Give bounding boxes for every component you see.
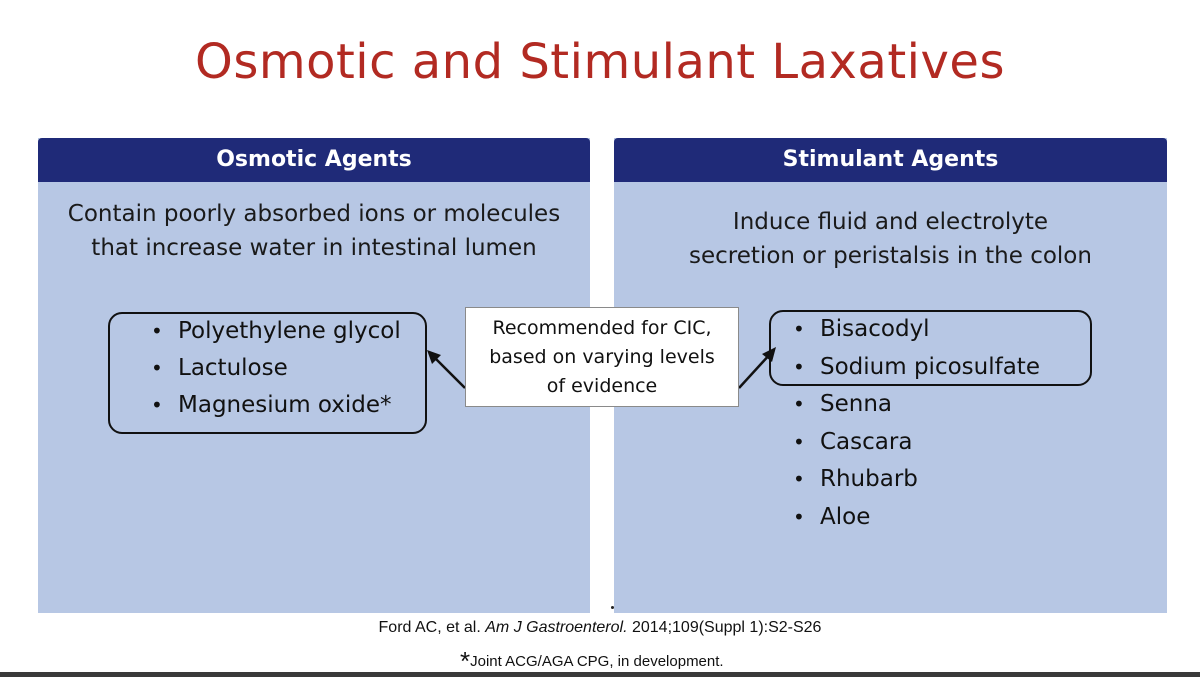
bullet-icon: • [793,467,805,491]
osmotic-description-line-2: that increase water in intestinal lumen [91,235,537,261]
stimulant-description: Induce fluid and electrolyte secretion o… [614,205,1167,273]
osmotic-panel-header: Osmotic Agents [38,138,590,182]
osmotic-item-label: Lactulose [178,355,288,381]
right-arrow-icon [738,347,776,389]
stimulant-item-label: Aloe [820,503,871,530]
list-item: • Cascara [774,424,1040,462]
stimulant-panel-header: Stimulant Agents [614,138,1167,182]
callout-line-3: of evidence [546,375,658,397]
stimulant-item-label: Cascara [820,428,913,455]
osmotic-recommended-box [108,312,427,434]
list-item: • Lactulose [132,350,401,387]
footnote: *Joint ACG/AGA CPG, in development. [460,642,724,676]
list-item: • Aloe [774,499,1040,537]
bullet-icon: • [793,429,805,454]
bottom-bar [0,672,1200,677]
list-item: • Sodium picosulfate [774,349,1040,387]
list-item: • Magnesium oxide* [132,387,401,424]
stimulant-description-line-1: Induce fluid and electrolyte [732,209,1049,235]
osmotic-item-label: Polyethylene glycol [178,318,401,344]
bullet-icon: • [151,393,163,417]
citation-authors: Ford AC, et al. [378,619,481,636]
stimulant-description-line-2: secretion or peristalsis in the colon [689,243,1092,269]
citation-journal: Am J Gastroenterol. [485,619,628,636]
stimulant-item-label: Rhubarb [820,466,918,492]
osmotic-description-line-1: Contain poorly absorbed ions or molecule… [67,201,561,227]
bullet-icon: • [793,504,805,529]
list-item: • Senna [774,386,1040,424]
list-item: • Polyethylene glycol [132,313,401,350]
stray-dot [611,606,614,609]
left-arrow-icon [427,350,466,389]
callout-line-2: based on varying levels [489,346,715,368]
bullet-icon: • [151,356,163,380]
bullet-icon: • [151,319,163,343]
citation-details: 2014;109(Suppl 1):S2-S26 [631,619,822,636]
osmotic-list: • Polyethylene glycol • Lactulose • Magnesi… [132,313,401,424]
recommendation-callout: Recommended for CIC, based on varying le… [465,307,739,407]
list-item: • Bisacodyl [774,311,1040,349]
footnote-text: Joint ACG/AGA CPG, in development. [470,653,724,670]
stimulant-item-label: Senna [820,391,892,417]
stimulant-list: • Bisacodyl • Sodium picosulfate • Senna • C… [774,311,1040,536]
slide-title: Osmotic and Stimulant Laxatives [195,34,1005,90]
callout-line-1: Recommended for CIC, [492,317,712,339]
stimulant-item-label: Bisacodyl [820,316,930,342]
list-item: • Rhubarb [774,461,1040,499]
footnote-marker: * [460,646,471,676]
bullet-icon: • [793,354,805,379]
bullet-icon: • [793,317,805,341]
bullet-icon: • [793,392,805,416]
osmotic-description: Contain poorly absorbed ions or molecule… [38,197,590,265]
stimulant-recommended-box [769,310,1092,386]
citation: Ford AC, et al. Am J Gastroenterol. 2014… [0,619,1200,637]
osmotic-item-label: Magnesium oxide* [178,392,392,418]
stimulant-item-label: Sodium picosulfate [820,353,1040,380]
